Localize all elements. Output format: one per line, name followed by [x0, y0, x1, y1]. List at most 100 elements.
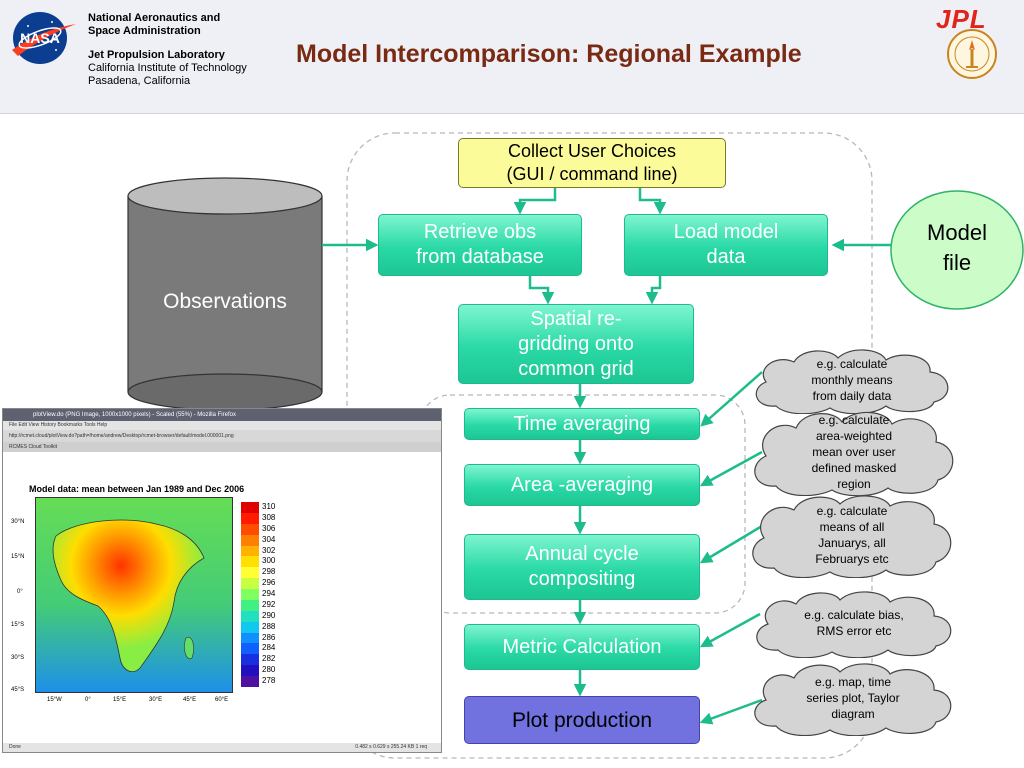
note-3-line-2: means of all [819, 520, 885, 534]
collect-user-choices-box: Collect User Choices(GUI / command line) [458, 138, 726, 188]
colorbar-label: 310 [262, 502, 276, 511]
note-3-line-3: Januarys, all [818, 536, 886, 550]
jpl-logo: JPL [936, 4, 987, 34]
org-line-1: National Aeronautics and [88, 12, 221, 24]
lon-tick: 60°E [215, 697, 229, 703]
cloud-shape-icon [754, 663, 952, 736]
colorbar-swatch [241, 523, 259, 535]
colorbar-swatch [241, 512, 259, 524]
colorbar-label: 290 [262, 610, 276, 620]
note-4-line-1: e.g. calculate bias, [804, 608, 904, 622]
colorbar-label: 298 [262, 567, 276, 577]
spatial-line-3: common grid [518, 357, 634, 380]
colorbar-swatch [241, 578, 259, 589]
note-2-line-2: area-weighted [815, 429, 893, 443]
colorbar-label: 286 [262, 632, 276, 642]
svg-text:NASA: NASA [20, 30, 60, 46]
note-5-line-2: series plot, Taylor [806, 691, 900, 705]
colorbar-label: 288 [262, 621, 276, 631]
note-2-line-4: defined masked [811, 461, 897, 475]
browser-menubar: File Edit View History Bookmarks Tools H… [3, 421, 441, 430]
lat-tick: 15°S [11, 622, 25, 628]
colorbar-swatch [241, 643, 259, 655]
metric-line-1: Metric Calculation [502, 635, 662, 658]
retrieve-line-2: from database [416, 246, 544, 268]
colorbar-swatch [241, 665, 259, 676]
colorbar-label: 306 [262, 523, 276, 533]
slide-header: NASA National Aeronautics and Space Admi… [0, 0, 1024, 114]
time-averaging-box: Time averaging [464, 408, 700, 440]
model-file-circle [890, 190, 1024, 310]
lat-tick: 15°N [11, 554, 25, 560]
colorbar-swatch [241, 556, 259, 568]
colorbar [241, 502, 259, 687]
model-file-label: Model file [891, 218, 1023, 278]
metric-calculation-box: Metric Calculation [464, 624, 700, 670]
note-5-line-3: diagram [831, 707, 875, 721]
lab-line-3: Pasadena, California [88, 75, 191, 87]
note-cloud-4: e.g. calculate bias, RMS error etc [748, 588, 960, 658]
colorbar-swatch [241, 502, 259, 513]
browser-titlebar: plotView.do (PNG Image, 1000x1000 pixels… [3, 409, 441, 421]
colorbar-swatch [241, 676, 259, 687]
note-1-line-3: from daily data [812, 389, 892, 403]
temperature-map [35, 497, 233, 693]
colorbar-swatch [241, 621, 259, 633]
plot-line-1: Plot production [511, 708, 653, 732]
annual-line-1: Annual cycle [525, 543, 639, 565]
lab-name: Jet Propulsion Laboratory [88, 49, 225, 61]
retrieve-obs-box: Retrieve obs from database [378, 214, 582, 276]
plot-production-box: Plot production [464, 696, 700, 744]
spatial-line-2: gridding onto [518, 332, 634, 355]
embedded-browser-screenshot: plotView.do (PNG Image, 1000x1000 pixels… [2, 408, 442, 753]
org-line-2: Space Administration [88, 25, 201, 37]
lon-tick: 0° [85, 697, 91, 703]
lon-tick: 15°W [47, 697, 62, 703]
load-model-box: Load model data [624, 214, 828, 276]
browser-tab: RCMES Cloud Toolkit [3, 442, 441, 452]
colorbar-label: 284 [262, 643, 276, 653]
colorbar-swatch [241, 632, 259, 644]
load-line-1: Load model [673, 221, 779, 243]
lon-tick: 45°E [183, 697, 197, 703]
note-cloud-1: e.g. calculate monthly means from daily da… [746, 346, 958, 414]
note-2-line-1: e.g. calculate [818, 413, 890, 427]
lat-tick: 30°S [11, 655, 25, 661]
colorbar-swatch [241, 545, 259, 557]
status-right: 0.482 s 0.629 s 255.24 KB 1 req [355, 744, 427, 750]
note-4-line-2: RMS error etc [816, 624, 892, 638]
colorbar-label: 300 [262, 556, 276, 566]
colorbar-label: 304 [262, 534, 276, 544]
observations-cylinder [127, 177, 323, 411]
cloud-shape-icon [754, 411, 954, 496]
note-3-line-4: Februarys etc [815, 552, 889, 566]
colorbar-swatch [241, 567, 259, 579]
colorbar-label: 292 [262, 599, 276, 609]
observations-label: Observations [163, 290, 287, 313]
africa-temperature-field [36, 498, 232, 692]
colorbar-label: 282 [262, 654, 276, 664]
load-line-2: data [706, 246, 746, 268]
lat-tick: 0° [17, 589, 23, 595]
colorbar-swatch [241, 654, 259, 666]
note-1-line-1: e.g. calculate [816, 357, 888, 371]
colorbar-swatch [241, 599, 259, 611]
note-2-line-5: region [837, 477, 871, 491]
organization-block: National Aeronautics and Space Administr… [88, 12, 247, 88]
browser-url-bar: http://rcmet.cloud/plotView.do?path=/hom… [3, 430, 441, 442]
note-1-line-2: monthly means [811, 373, 893, 387]
status-left: Done [9, 744, 21, 750]
browser-statusbar: Done 0.482 s 0.629 s 255.24 KB 1 req [3, 743, 441, 752]
lon-tick: 15°E [113, 697, 127, 703]
lat-tick: 45°S [11, 687, 25, 693]
colorbar-swatch [241, 610, 259, 622]
caltech-seal-icon [947, 29, 997, 79]
colorbar-label: 308 [262, 512, 276, 522]
collect-line-1: Collect User Choices [507, 141, 677, 161]
retrieve-line-1: Retrieve obs [423, 221, 537, 243]
